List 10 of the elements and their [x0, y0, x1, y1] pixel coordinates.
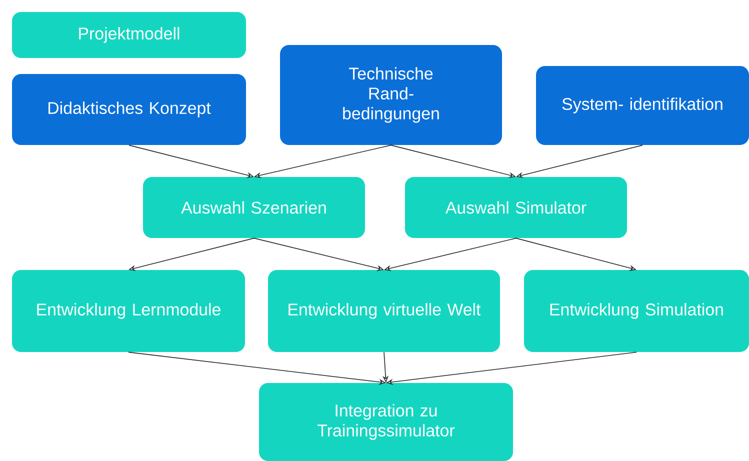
- process-box: Entwicklung Simulation: [524, 270, 749, 352]
- process-box: Didaktisches Konzept: [12, 74, 246, 145]
- process-box: Integration zu Trainingssimulator: [259, 382, 513, 461]
- process-box: Projektmodell: [12, 12, 246, 58]
- process-box: Auswahl Simulator: [405, 176, 627, 238]
- process-box: Auswahl Szenarien: [143, 176, 365, 238]
- process-box: Technische Rand- bedingungen: [280, 45, 502, 145]
- process-box: Entwicklung virtuelle Welt: [268, 270, 500, 352]
- process-box: System- identifikation: [536, 66, 749, 145]
- process-box: Entwicklung Lernmodule: [12, 270, 245, 352]
